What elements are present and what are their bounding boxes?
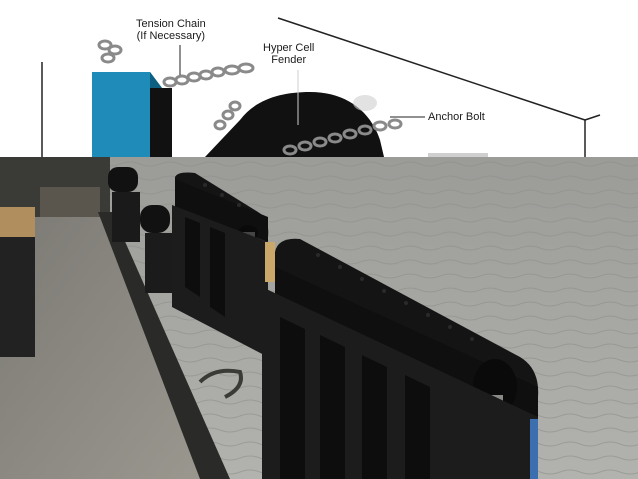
- mooring-chain: [198, 368, 243, 399]
- tension-chain-label-line1: Tension Chain: [136, 18, 206, 30]
- fender-bolt-holes: [203, 183, 474, 341]
- dock-fender-photo-drawing: [0, 157, 638, 479]
- tension-chain-label-line2: (If Necessary): [136, 30, 206, 42]
- tension-chain: [97, 39, 255, 88]
- concrete-dock: [0, 217, 200, 479]
- hyper-cell-fender-label-line2: Fender: [271, 54, 307, 66]
- near-fender: [262, 238, 539, 479]
- fender-diagram-drawing: [41, 17, 601, 157]
- anchor-bolt-label: Anchor Bolt: [428, 111, 485, 123]
- middle-fender: [172, 172, 275, 357]
- outline-line: [277, 17, 586, 121]
- tension-chain-label: Tension Chain (If Necessary): [136, 18, 206, 42]
- hyper-cell-fender-label-line1: Hyper Cell: [263, 42, 315, 54]
- lower-chain: [213, 100, 403, 156]
- hyper-cell-fender-label: Hyper Cell Fender: [263, 42, 314, 66]
- dock-fender-photo: [0, 157, 638, 479]
- fender-diagram: Tension Chain (If Necessary) Hyper Cell …: [0, 0, 638, 157]
- far-fenders: [108, 167, 175, 293]
- fender-panel: [92, 72, 172, 157]
